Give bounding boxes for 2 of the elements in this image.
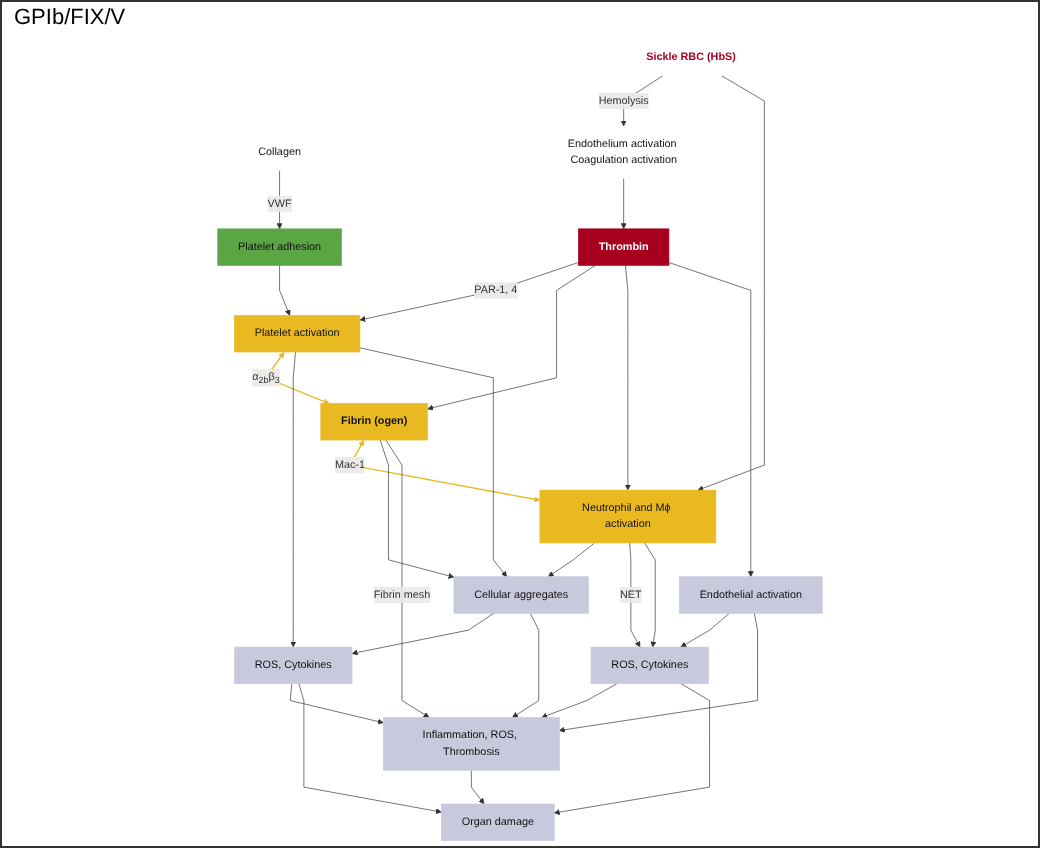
annotation-text: GPIb/FIX/V [14, 6, 126, 30]
arrow [348, 440, 541, 503]
